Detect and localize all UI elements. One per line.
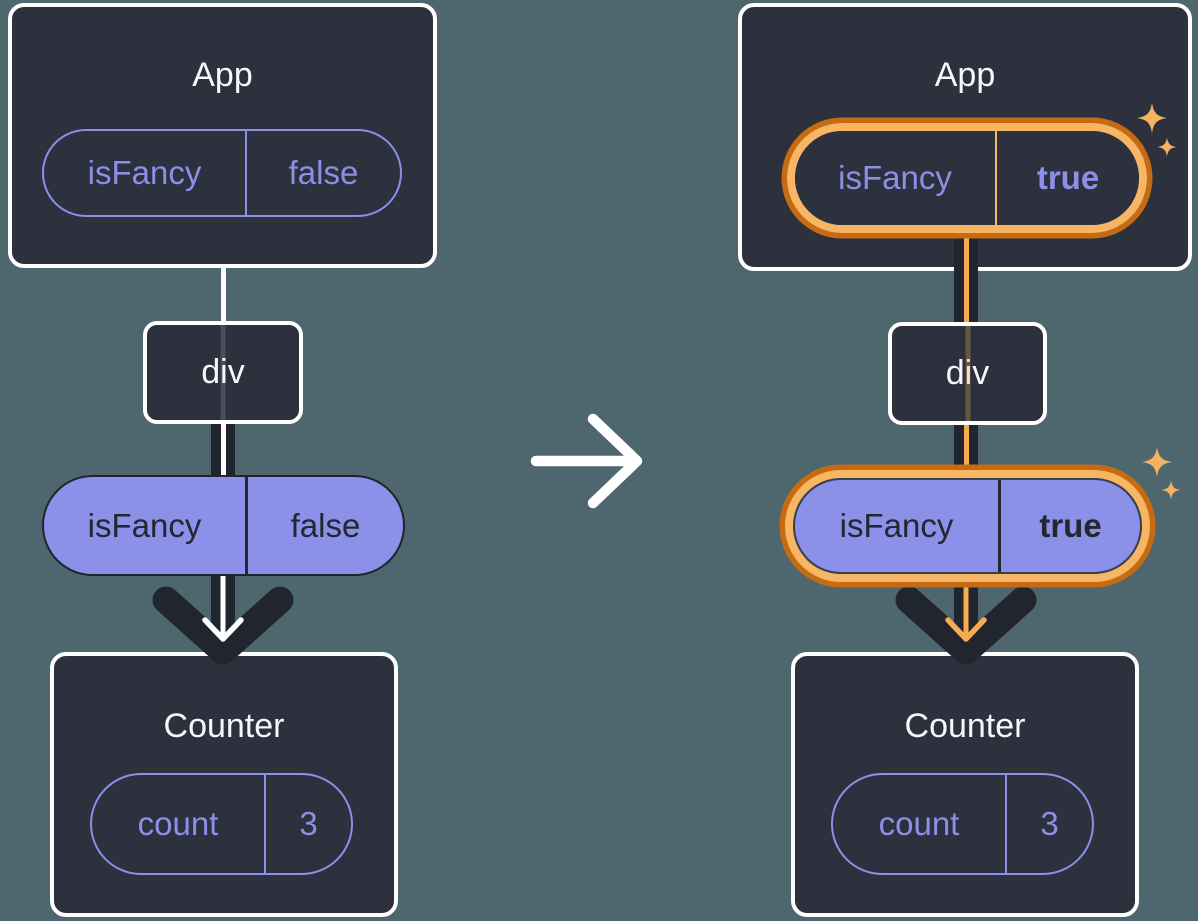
- prop-value: true: [998, 480, 1140, 572]
- div-node-after: div: [888, 322, 1047, 425]
- app-state-pill-before: isFancy false: [42, 129, 402, 217]
- prop-value: false: [245, 477, 403, 574]
- app-title: App: [192, 56, 253, 94]
- thread-ghost: [220, 325, 226, 420]
- thread-ghost: [965, 326, 970, 421]
- connector-app-div: [220, 264, 226, 324]
- div-node-before: div: [143, 321, 303, 424]
- prop-key: isFancy: [839, 507, 954, 544]
- div-label: div: [945, 354, 990, 392]
- app-title: App: [934, 56, 996, 94]
- connector-div-prop-core: [220, 421, 226, 479]
- prop-pill-after: isFancy true: [793, 478, 1142, 574]
- counter-state-pill-after: count 3: [831, 773, 1094, 875]
- state-key: isFancy: [87, 154, 202, 191]
- counter-title: Counter: [904, 707, 1026, 745]
- arrow-down-icon: [895, 570, 1037, 665]
- arrow-down-icon: [152, 570, 294, 665]
- state-value: false: [245, 131, 400, 215]
- state-key: count: [878, 805, 960, 842]
- connector-app-div-core: [963, 228, 969, 325]
- state-key: isFancy: [838, 159, 952, 196]
- div-label: div: [201, 353, 245, 391]
- state-value: 3: [1005, 775, 1092, 873]
- app-state-pill-after: isFancy true: [795, 131, 1139, 225]
- counter-title: Counter: [163, 707, 285, 745]
- state-value: true: [995, 131, 1139, 225]
- prop-key: isFancy: [87, 506, 202, 544]
- connector-div-prop-core: [963, 422, 969, 480]
- sparkle-icon: [1137, 103, 1177, 157]
- prop-pill-after-highlight-ring: isFancy true: [785, 470, 1150, 582]
- state-value: 3: [264, 775, 351, 873]
- right-arrow-icon: [530, 413, 643, 509]
- state-key: count: [137, 805, 219, 842]
- counter-state-pill-before: count 3: [90, 773, 353, 875]
- sparkle-icon: [1142, 447, 1181, 500]
- app-state-pill-after-highlight-ring: isFancy true: [787, 123, 1147, 233]
- prop-pill-before: isFancy false: [42, 475, 405, 576]
